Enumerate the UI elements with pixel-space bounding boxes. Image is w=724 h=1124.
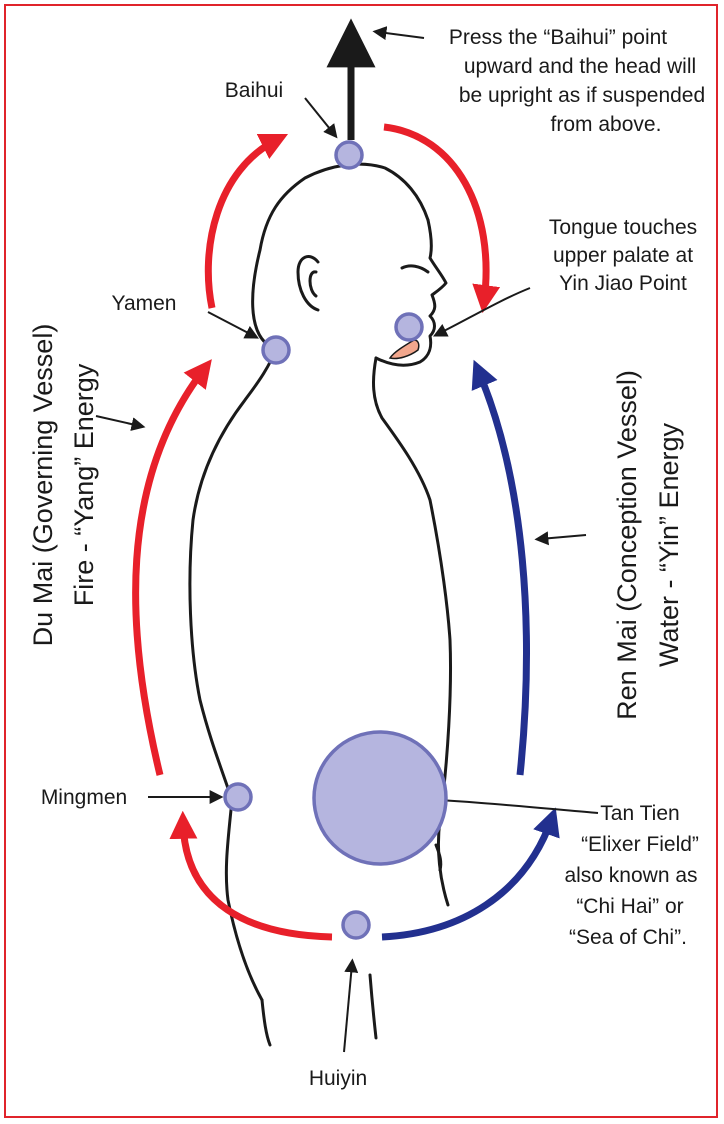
huiyin-pointer <box>344 964 352 1052</box>
tan-tien-line-4: “Chi Hai” or <box>576 895 683 918</box>
press-note-line-2: upward and the head will <box>464 55 696 78</box>
press-note-line-4: from above. <box>551 113 662 136</box>
tongue-shape <box>390 340 419 359</box>
dumai-pointer <box>96 416 140 426</box>
yamen-pointer <box>208 312 254 336</box>
tan-tien-line-1: Tan Tien <box>600 802 679 825</box>
yamen-point <box>263 337 289 363</box>
baihui-point <box>336 142 362 168</box>
du-mai-label: Du Mai (Governing Vessel) Fire - “Yang” … <box>28 324 99 647</box>
yang-arrow-head-descend <box>384 127 486 302</box>
baihui-pointer <box>305 98 334 134</box>
ear-outline <box>298 257 318 310</box>
press-note-line-1: Press the “Baihui” point <box>449 26 667 49</box>
ren-mai-line-1: Ren Mai (Conception Vessel) <box>612 370 642 720</box>
mingmen-point <box>225 784 251 810</box>
press-note-line-3: be upright as if suspended <box>459 84 705 107</box>
renmai-pointer <box>540 535 586 539</box>
ren-mai-label: Ren Mai (Conception Vessel) Water - “Yin… <box>612 370 684 720</box>
tongue-note-line-1: Tongue touches <box>549 216 697 239</box>
tan-tien-line-5: “Sea of Chi”. <box>569 926 687 949</box>
yamen-label: Yamen <box>112 292 177 315</box>
tongue-note-line-3: Yin Jiao Point <box>559 272 687 295</box>
press-note: Press the “Baihui” point upward and the … <box>449 26 705 136</box>
front-leg-line <box>370 975 376 1038</box>
dumai-arrow <box>136 368 205 775</box>
tan-tien-line-3: also known as <box>564 864 697 887</box>
huiyin-point <box>343 912 369 938</box>
back-outline <box>190 345 278 1000</box>
back-leg-line <box>262 1000 270 1045</box>
yin-jiao-point <box>396 314 422 340</box>
press-pointer <box>378 32 424 38</box>
tan-tien-point <box>314 732 446 864</box>
tan-tien-line-2: “Elixer Field” <box>581 833 699 856</box>
ren-mai-line-2: Water - “Yin” Energy <box>654 422 684 667</box>
eye-line <box>402 266 428 272</box>
tongue-note-line-2: upper palate at <box>553 244 693 267</box>
yang-arrow-base <box>183 822 332 937</box>
tan-tien-note: Tan Tien “Elixer Field” also known as “C… <box>564 802 698 949</box>
tongue-note: Tongue touches upper palate at Yin Jiao … <box>549 216 697 295</box>
renmai-arrow <box>478 370 526 775</box>
du-mai-line-1: Du Mai (Governing Vessel) <box>28 324 58 647</box>
du-mai-line-2: Fire - “Yang” Energy <box>69 363 99 606</box>
huiyin-label: Huiyin <box>309 1067 367 1090</box>
mingmen-label: Mingmen <box>41 786 127 809</box>
baihui-label: Baihui <box>225 79 283 102</box>
ear-inner <box>310 272 316 296</box>
